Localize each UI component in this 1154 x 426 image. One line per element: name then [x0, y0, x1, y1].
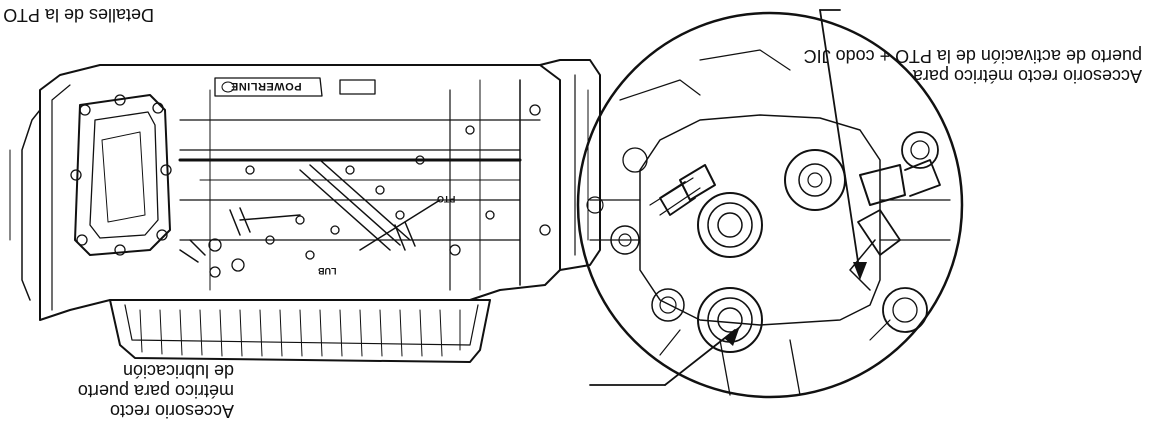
cover-bolts [70, 94, 172, 256]
leader-activation-fitting [664, 329, 736, 386]
activation-label-line-2: puerto de activación de la PTO + codo JI… [803, 46, 1142, 66]
leader-lube-fitting [819, 9, 861, 276]
pto-detail-callout [576, 11, 964, 399]
lube-label-line-1: Accesorio recto [109, 401, 234, 421]
lube-label-line-2: métrico para puerto [77, 381, 234, 401]
arrowhead-activation [724, 326, 740, 346]
leader-activation-housing [239, 214, 301, 221]
lube-fitting-label: Accesorio recto métrico para puerto de l… [78, 361, 234, 421]
pto-detail-label: Detalles de la PTO [3, 5, 154, 25]
pan-ribs [139, 309, 461, 357]
detail-bosses [586, 131, 939, 353]
lube-label-line-3: de lubricación [122, 361, 234, 381]
arrowhead-lube [853, 262, 867, 280]
activation-label-line-1: Accesorio recto métrico para [912, 66, 1142, 86]
transmission-housing [9, 59, 601, 363]
activation-fitting-label: Accesorio recto métrico para puerto de a… [804, 46, 1142, 86]
